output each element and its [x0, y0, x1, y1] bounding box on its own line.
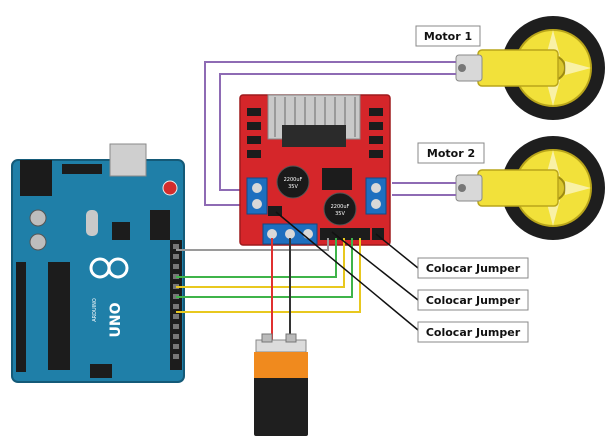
- motor-1: [455, 16, 605, 120]
- label-jumper-2: Colocar Jumper: [417, 289, 529, 311]
- capacitor-right: 2200uF 35V: [323, 192, 357, 226]
- heatsink: [267, 94, 361, 147]
- svg-text:2200uF: 2200uF: [331, 204, 350, 210]
- svg-text:35V: 35V: [288, 184, 298, 190]
- label-jumper-1: Colocar Jumper: [417, 257, 529, 279]
- input-header: [268, 206, 384, 240]
- cap-left-label: 2200uF: [284, 177, 303, 183]
- battery-wires: [271, 238, 291, 344]
- terminal-out-left: [246, 177, 268, 215]
- jumper-callouts: [275, 211, 419, 331]
- digital-header: [170, 240, 182, 370]
- battery-9v: [254, 333, 308, 436]
- reset-button: [162, 180, 178, 196]
- board-brand-small: ARDUINO: [92, 298, 98, 322]
- motor-2-label: Motor 2: [427, 147, 475, 160]
- jumper-1-label: Colocar Jumper: [426, 262, 521, 275]
- power-jack: [20, 160, 52, 196]
- motor-wires: [204, 61, 456, 206]
- arduino-logo: UNO ARDUINO: [89, 257, 129, 338]
- signal-wires: [176, 238, 361, 313]
- svg-text:35V: 35V: [335, 211, 345, 217]
- label-motor-2: Motor 2: [417, 142, 485, 164]
- label-motor-1: Motor 1: [415, 25, 481, 47]
- terminal-out-right: [365, 177, 387, 215]
- motor-2: [455, 136, 605, 240]
- jumper-2-label: Colocar Jumper: [426, 294, 521, 307]
- board-brand: UNO: [108, 302, 124, 337]
- arduino-uno-board: UNO ARDUINO: [11, 143, 185, 383]
- microcontroller-chip: [48, 262, 70, 370]
- jumper-3-label: Colocar Jumper: [426, 326, 521, 339]
- motor-driver-board: 2200uF 35V 2200uF 35V: [239, 94, 391, 246]
- usb-port: [109, 143, 147, 177]
- motor-1-label: Motor 1: [424, 30, 472, 43]
- motor-2-body: [477, 169, 559, 207]
- label-jumper-3: Colocar Jumper: [417, 321, 529, 343]
- capacitor-left: 2200uF 35V: [276, 165, 310, 199]
- motor-1-body: [477, 49, 559, 87]
